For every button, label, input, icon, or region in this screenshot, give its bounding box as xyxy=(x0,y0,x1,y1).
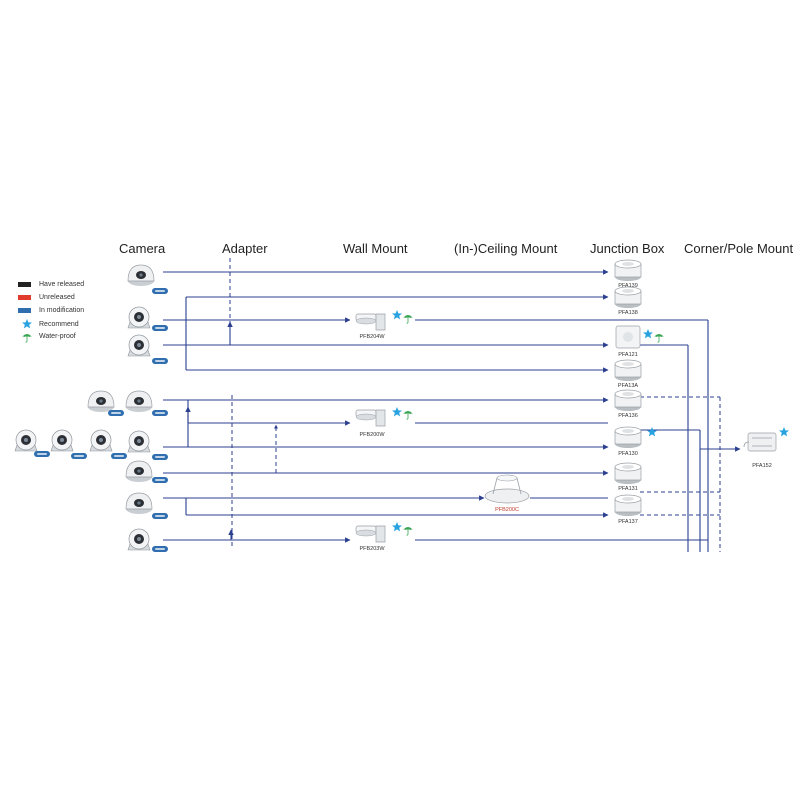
camera-tag-icon xyxy=(108,410,124,416)
label-pfa13a: PFA13A xyxy=(617,383,639,389)
camera-dome-icon xyxy=(87,390,115,413)
wall-mount-icon xyxy=(355,409,386,427)
camera-dome-icon xyxy=(127,264,155,287)
camera-tag-icon xyxy=(152,546,168,552)
camera-tag-icon xyxy=(152,454,168,460)
label-pfa138: PFA138 xyxy=(618,310,638,316)
column-header-wall-mount: Wall Mount xyxy=(343,241,408,256)
camera-tag-icon xyxy=(71,453,87,459)
camera-dome-icon xyxy=(125,492,153,515)
legend-swatch xyxy=(18,308,31,313)
legend-swatch xyxy=(18,295,31,300)
label-pfb200w: PFB200W xyxy=(359,432,385,438)
label-pfa152: PFA152 xyxy=(752,463,772,469)
junction-box-icon xyxy=(614,259,642,282)
waterproof-umbrella-icon xyxy=(402,410,414,420)
camera-eyeball-icon xyxy=(127,306,151,329)
camera-tag-icon xyxy=(152,477,168,483)
camera-tag-icon xyxy=(152,288,168,294)
label-pfa121: PFA121 xyxy=(618,352,638,358)
camera-dome-icon xyxy=(125,390,153,413)
recommend-star-icon xyxy=(643,329,653,339)
camera-tag-icon xyxy=(152,513,168,519)
corner-pole-mount xyxy=(743,427,789,452)
wall-mount-icon xyxy=(355,313,386,331)
legend-label: Have released xyxy=(39,281,85,288)
camera-eyeball-icon xyxy=(89,429,113,452)
column-header-ceiling-mount: (In-)Ceiling Mount xyxy=(454,241,558,256)
camera-eyeball-icon xyxy=(127,334,151,357)
wall-mount-icon xyxy=(355,525,386,543)
camera-eyeball-icon xyxy=(127,528,151,551)
junction-box-square-icon xyxy=(615,325,641,349)
camera-eyeball-icon xyxy=(127,430,151,453)
column-header-corner-pole-mount: Corner/Pole Mount xyxy=(684,241,794,256)
waterproof-umbrella-icon xyxy=(402,526,414,536)
legend-recommend: Recommend xyxy=(18,319,79,330)
label-pfa130: PFA130 xyxy=(618,451,638,457)
junction-boxes xyxy=(614,259,665,517)
column-header-junction-box: Junction Box xyxy=(590,241,665,256)
camera-eyeball-icon xyxy=(50,429,74,452)
label-pfa136: PFA136 xyxy=(618,413,638,419)
waterproof-umbrella-icon xyxy=(653,333,665,343)
camera-tag-icon xyxy=(152,325,168,331)
junction-box-icon xyxy=(614,286,642,309)
dashed-lines xyxy=(229,258,721,552)
label-pfb203w: PFB203W xyxy=(359,546,385,552)
camera-eyeball-icon xyxy=(14,429,38,452)
legend-label: In modification xyxy=(39,307,85,314)
label-pfa137: PFA137 xyxy=(618,519,638,525)
recommend-star-icon xyxy=(779,427,789,437)
legend-in-modification: In modification xyxy=(18,305,84,316)
column-header-camera: Camera xyxy=(119,241,166,256)
junction-box-icon xyxy=(614,462,642,485)
camera-tag-icon xyxy=(152,358,168,364)
recommend-star-icon xyxy=(392,522,402,532)
label-pfb200c: PFB200C xyxy=(495,507,519,513)
legend-water-proof: Water-proof xyxy=(18,331,76,342)
label-pfb204w: PFB204W xyxy=(359,334,385,340)
camera-tag-icon xyxy=(152,410,168,416)
camera-tag-icon xyxy=(34,451,50,457)
column-header-adapter: Adapter xyxy=(222,241,268,256)
label-pfa139: PFA139 xyxy=(618,283,638,289)
legend-label: Water-proof xyxy=(39,333,76,340)
legend-have-released: Have released xyxy=(18,279,84,290)
legend-swatch xyxy=(18,282,31,287)
junction-box-icon xyxy=(614,494,642,517)
junction-box-icon xyxy=(614,359,642,382)
connection-lines xyxy=(163,269,741,552)
camera-tag-icon xyxy=(111,453,127,459)
camera-dome-icon xyxy=(125,460,153,483)
waterproof-umbrella-icon xyxy=(402,314,414,324)
legend-unreleased: Unreleased xyxy=(18,292,75,303)
junction-box-icon xyxy=(614,426,642,449)
label-pfa131: PFA131 xyxy=(618,486,638,492)
junction-box-icon xyxy=(614,389,642,412)
legend-label: Recommend xyxy=(39,321,79,328)
recommend-star-icon xyxy=(392,310,402,320)
legend-label: Unreleased xyxy=(39,294,75,301)
recommend-star-icon xyxy=(647,427,657,437)
recommend-star-icon xyxy=(392,407,402,417)
ceiling-mount xyxy=(484,474,530,504)
